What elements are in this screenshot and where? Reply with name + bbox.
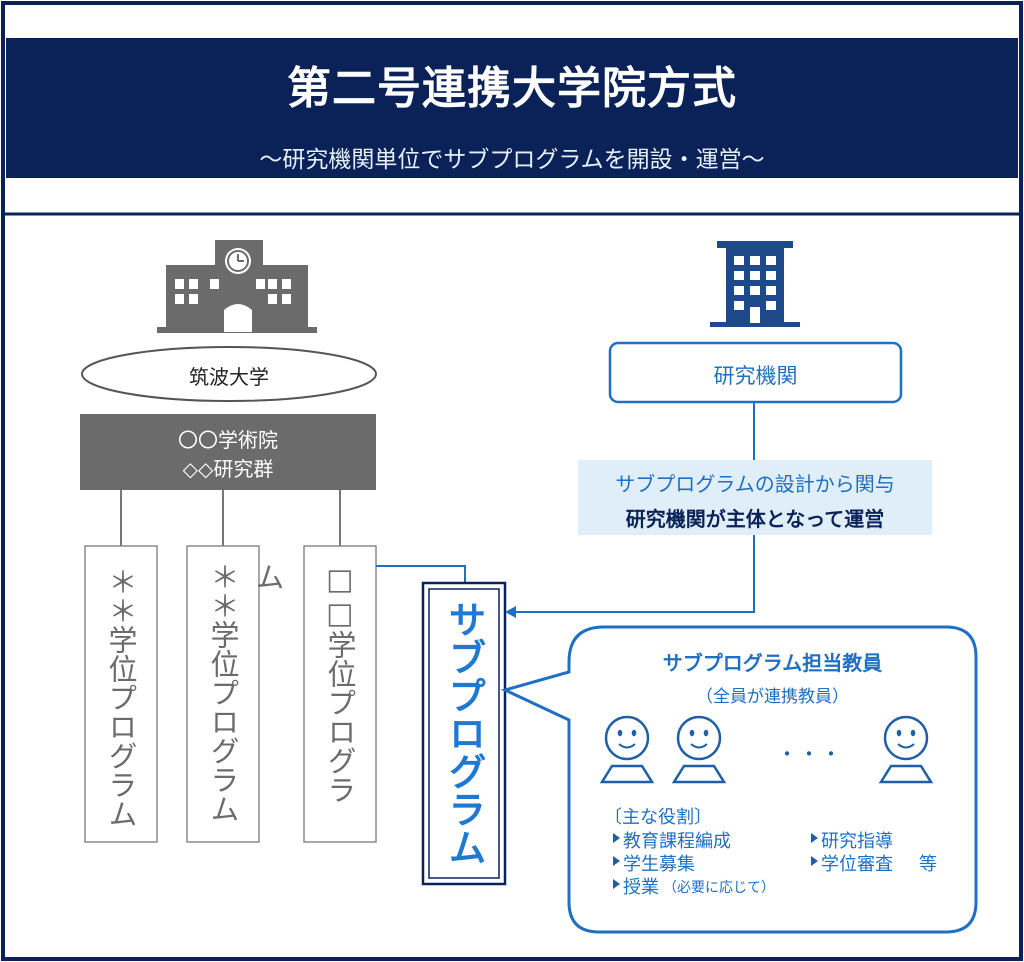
title-band <box>6 38 1018 178</box>
degree-program-box-3 <box>303 545 377 843</box>
role-item-note: （必要に応じて） <box>663 880 775 896</box>
degree-program-box-2 <box>186 545 260 843</box>
institute-name: 研究機関 <box>713 364 798 388</box>
institute-note-line1: サブプログラムの設計から関与 <box>615 472 895 496</box>
subprogram-label: サブプログラム <box>442 600 486 866</box>
page-subtitle: ～研究機関単位でサブプログラムを開設・運営～ <box>259 147 765 173</box>
academic-org-box <box>80 414 376 490</box>
institute-note-line2: 研究機関が主体となって運営 <box>625 507 885 531</box>
role-item: 学位審査 <box>821 854 893 875</box>
person-icon-1 <box>599 715 655 784</box>
faculty-title: サブプログラム担当教員 <box>662 651 883 675</box>
degree-program-label-1: ＊＊学位プログラム <box>104 566 138 828</box>
role-item: 学生募集 <box>623 854 695 875</box>
person-icon-2 <box>671 715 727 784</box>
degree-program-label-3: □□学位プログラム <box>251 562 357 804</box>
bullet-icon <box>613 856 620 866</box>
faculty-subtitle: （全員が連携教員） <box>696 687 849 707</box>
role-item: 研究指導 <box>821 831 893 852</box>
bullet-icon <box>613 833 620 843</box>
university-name: 筑波大学 <box>189 365 269 389</box>
office-building-icon <box>710 241 800 327</box>
institute-box <box>608 341 903 404</box>
subprogram-box-inner <box>428 588 500 879</box>
faculty-ellipsis: ・・・ <box>777 742 843 766</box>
bullet-icon <box>811 856 818 866</box>
degree-program-box-1 <box>84 545 158 843</box>
subprogram-box-outer <box>421 581 507 886</box>
role-item: 授業 <box>623 877 659 898</box>
faculty-bubble <box>500 625 978 934</box>
bullet-icon <box>613 879 620 889</box>
academic-org-line2: ◇◇研究群 <box>182 457 274 481</box>
role-item-suffix: 等 <box>919 854 937 875</box>
person-icon-3 <box>878 715 934 784</box>
bullet-icon <box>811 833 818 843</box>
role-item: 教育課程編成 <box>623 831 731 852</box>
page-title: 第二号連携大学院方式 <box>287 63 737 114</box>
roles-header: 〔主な役割〕 <box>604 807 712 828</box>
note-box <box>578 460 932 535</box>
university-ellipse <box>81 346 377 402</box>
degree-program-label-2: ＊＊学位プログラム <box>206 562 240 823</box>
academic-org-line1: 〇〇学術院 <box>178 428 278 452</box>
